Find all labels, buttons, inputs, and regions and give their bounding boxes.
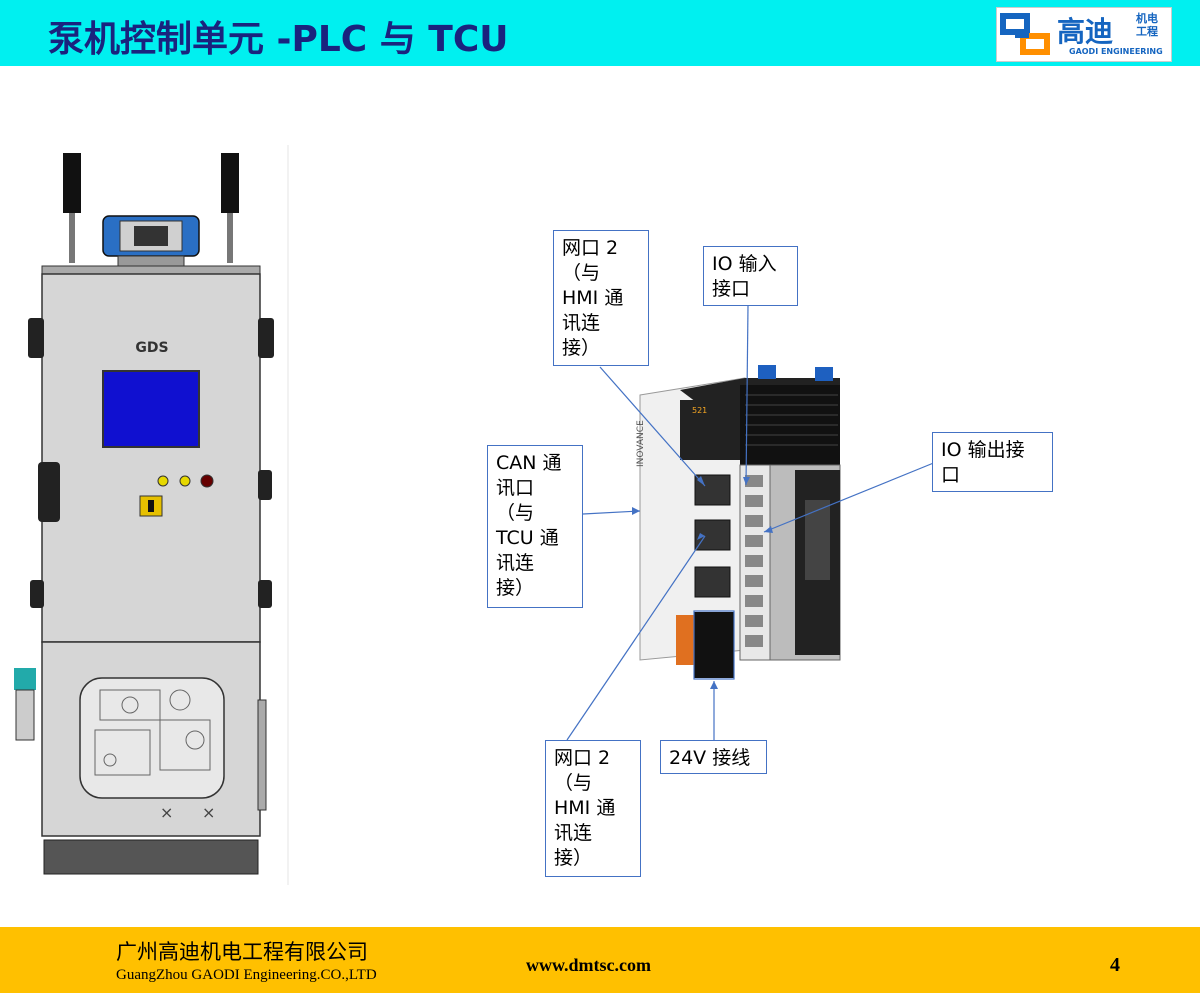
slide-title: 泵机控制单元 -PLC 与 TCU bbox=[48, 19, 509, 60]
callout-io-input: IO 输入 接口 bbox=[703, 246, 798, 306]
website-link[interactable]: www.dmtsc.com bbox=[526, 955, 651, 975]
company-name-cn: 广州高迪机电工程有限公司 bbox=[116, 940, 368, 964]
callout-net2-bottom: 网口 2 （与 HMI 通 讯连 接） bbox=[545, 740, 641, 877]
panel-logo: GDS bbox=[135, 340, 168, 356]
logo-mark-icon bbox=[1000, 13, 1050, 55]
callout-net2-top: 网口 2 （与 HMI 通 讯连 接） bbox=[553, 230, 649, 366]
arrowheads bbox=[632, 476, 773, 689]
svg-text:×: × bbox=[202, 803, 215, 822]
callout-24v: 24V 接线 bbox=[660, 740, 767, 774]
callout-can-port: CAN 通 讯口 （与 TCU 通 讯连 接） bbox=[487, 445, 583, 608]
leader-lines bbox=[566, 305, 937, 741]
plc-brand: INOVANCE bbox=[636, 420, 646, 467]
plc-illustration: 521 INOVANCE bbox=[636, 365, 841, 678]
logo-cn-small-text: 机电工程 bbox=[1136, 12, 1158, 38]
svg-text:×: × bbox=[160, 803, 173, 822]
logo-en-text: GAODI ENGINEERING bbox=[1069, 47, 1163, 56]
callout-io-output: IO 输出接 口 bbox=[932, 432, 1053, 492]
logo-cn-text: 高迪 bbox=[1057, 15, 1114, 48]
page-number: 4 bbox=[1110, 954, 1120, 976]
company-logo: 高迪 机电工程 GAODI ENGINEERING bbox=[996, 7, 1172, 62]
company-name-en: GuangZhou GAODI Engineering.CO.,LTD bbox=[116, 967, 377, 983]
footer-bar: 广州高迪机电工程有限公司 GuangZhou GAODI Engineering… bbox=[0, 927, 1200, 993]
plc-model: 521 bbox=[692, 406, 707, 415]
header-bar: 泵机控制单元 -PLC 与 TCU 高迪 机电工程 GAODI ENGINEER… bbox=[0, 0, 1200, 66]
pump-cabinet-illustration: GDS × × bbox=[14, 153, 274, 875]
hmi-screen bbox=[102, 370, 200, 448]
